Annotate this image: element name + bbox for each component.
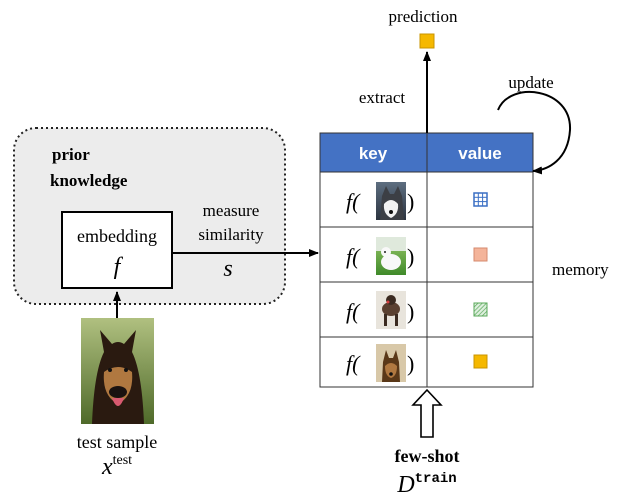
memory-row-3: f( ): [346, 291, 488, 329]
test-symbol-superscript: test: [113, 453, 133, 468]
memory-header-value: [426, 132, 534, 173]
prediction-label: prediction: [389, 7, 458, 26]
test-sample-dog-photo: [81, 318, 154, 424]
husky-dog-photo: [376, 182, 406, 220]
row-4-key-close: ): [407, 351, 414, 376]
test-sample-label: test sample: [77, 432, 157, 452]
standing-dog-photo: [376, 291, 406, 329]
update-loop-arrow: [497, 91, 572, 175]
few-shot-symbol-base: D: [396, 472, 414, 498]
yellow-square-icon: [473, 354, 488, 369]
update-label: update: [508, 73, 553, 92]
row-3-key-open: f(: [346, 299, 361, 324]
white-dog-on-grass-photo: [376, 237, 406, 275]
similarity-symbol: s: [223, 256, 232, 282]
memory-row-2: f( ): [346, 237, 488, 275]
extract-label: extract: [359, 88, 406, 107]
test-symbol-base: x: [101, 454, 113, 480]
memory-table: key value: [319, 132, 534, 388]
few-shot-symbol: Dtrain: [396, 471, 456, 498]
memory-header-value-label: value: [458, 144, 501, 163]
memory-label: memory: [552, 260, 609, 279]
prior-knowledge-label-line2: knowledge: [50, 171, 128, 190]
memory-header-key-label: key: [359, 144, 388, 163]
row-2-key-open: f(: [346, 244, 361, 269]
prediction-square-icon: [419, 33, 435, 49]
row-3-key-close: ): [407, 299, 414, 324]
row-4-key-open: f(: [346, 351, 361, 376]
grid-square-icon: [473, 192, 488, 207]
prior-knowledge-label-line1: prior: [52, 145, 90, 164]
row-2-key-close: ): [407, 244, 414, 269]
hatched-green-square-icon: [473, 302, 488, 317]
german-shepherd-photo: [376, 344, 406, 382]
test-sample-symbol: xtest: [101, 453, 132, 480]
salmon-square-icon: [473, 247, 488, 262]
row-1-key-close: ): [407, 189, 414, 214]
few-shot-hollow-arrow: [411, 388, 443, 438]
few-shot-symbol-superscript: train: [415, 471, 457, 487]
embedding-label: embedding: [77, 226, 157, 246]
measure-label-line2: similarity: [198, 225, 264, 244]
memory-row-4: f( ): [346, 344, 488, 382]
embedding-box: [61, 211, 173, 289]
row-1-key-open: f(: [346, 189, 361, 214]
measure-label-line1: measure: [203, 201, 260, 220]
embedding-symbol: f: [114, 254, 124, 280]
memory-row-1: f( ): [346, 182, 488, 220]
few-shot-label: few-shot: [395, 446, 460, 466]
memory-header-key: [319, 132, 428, 173]
